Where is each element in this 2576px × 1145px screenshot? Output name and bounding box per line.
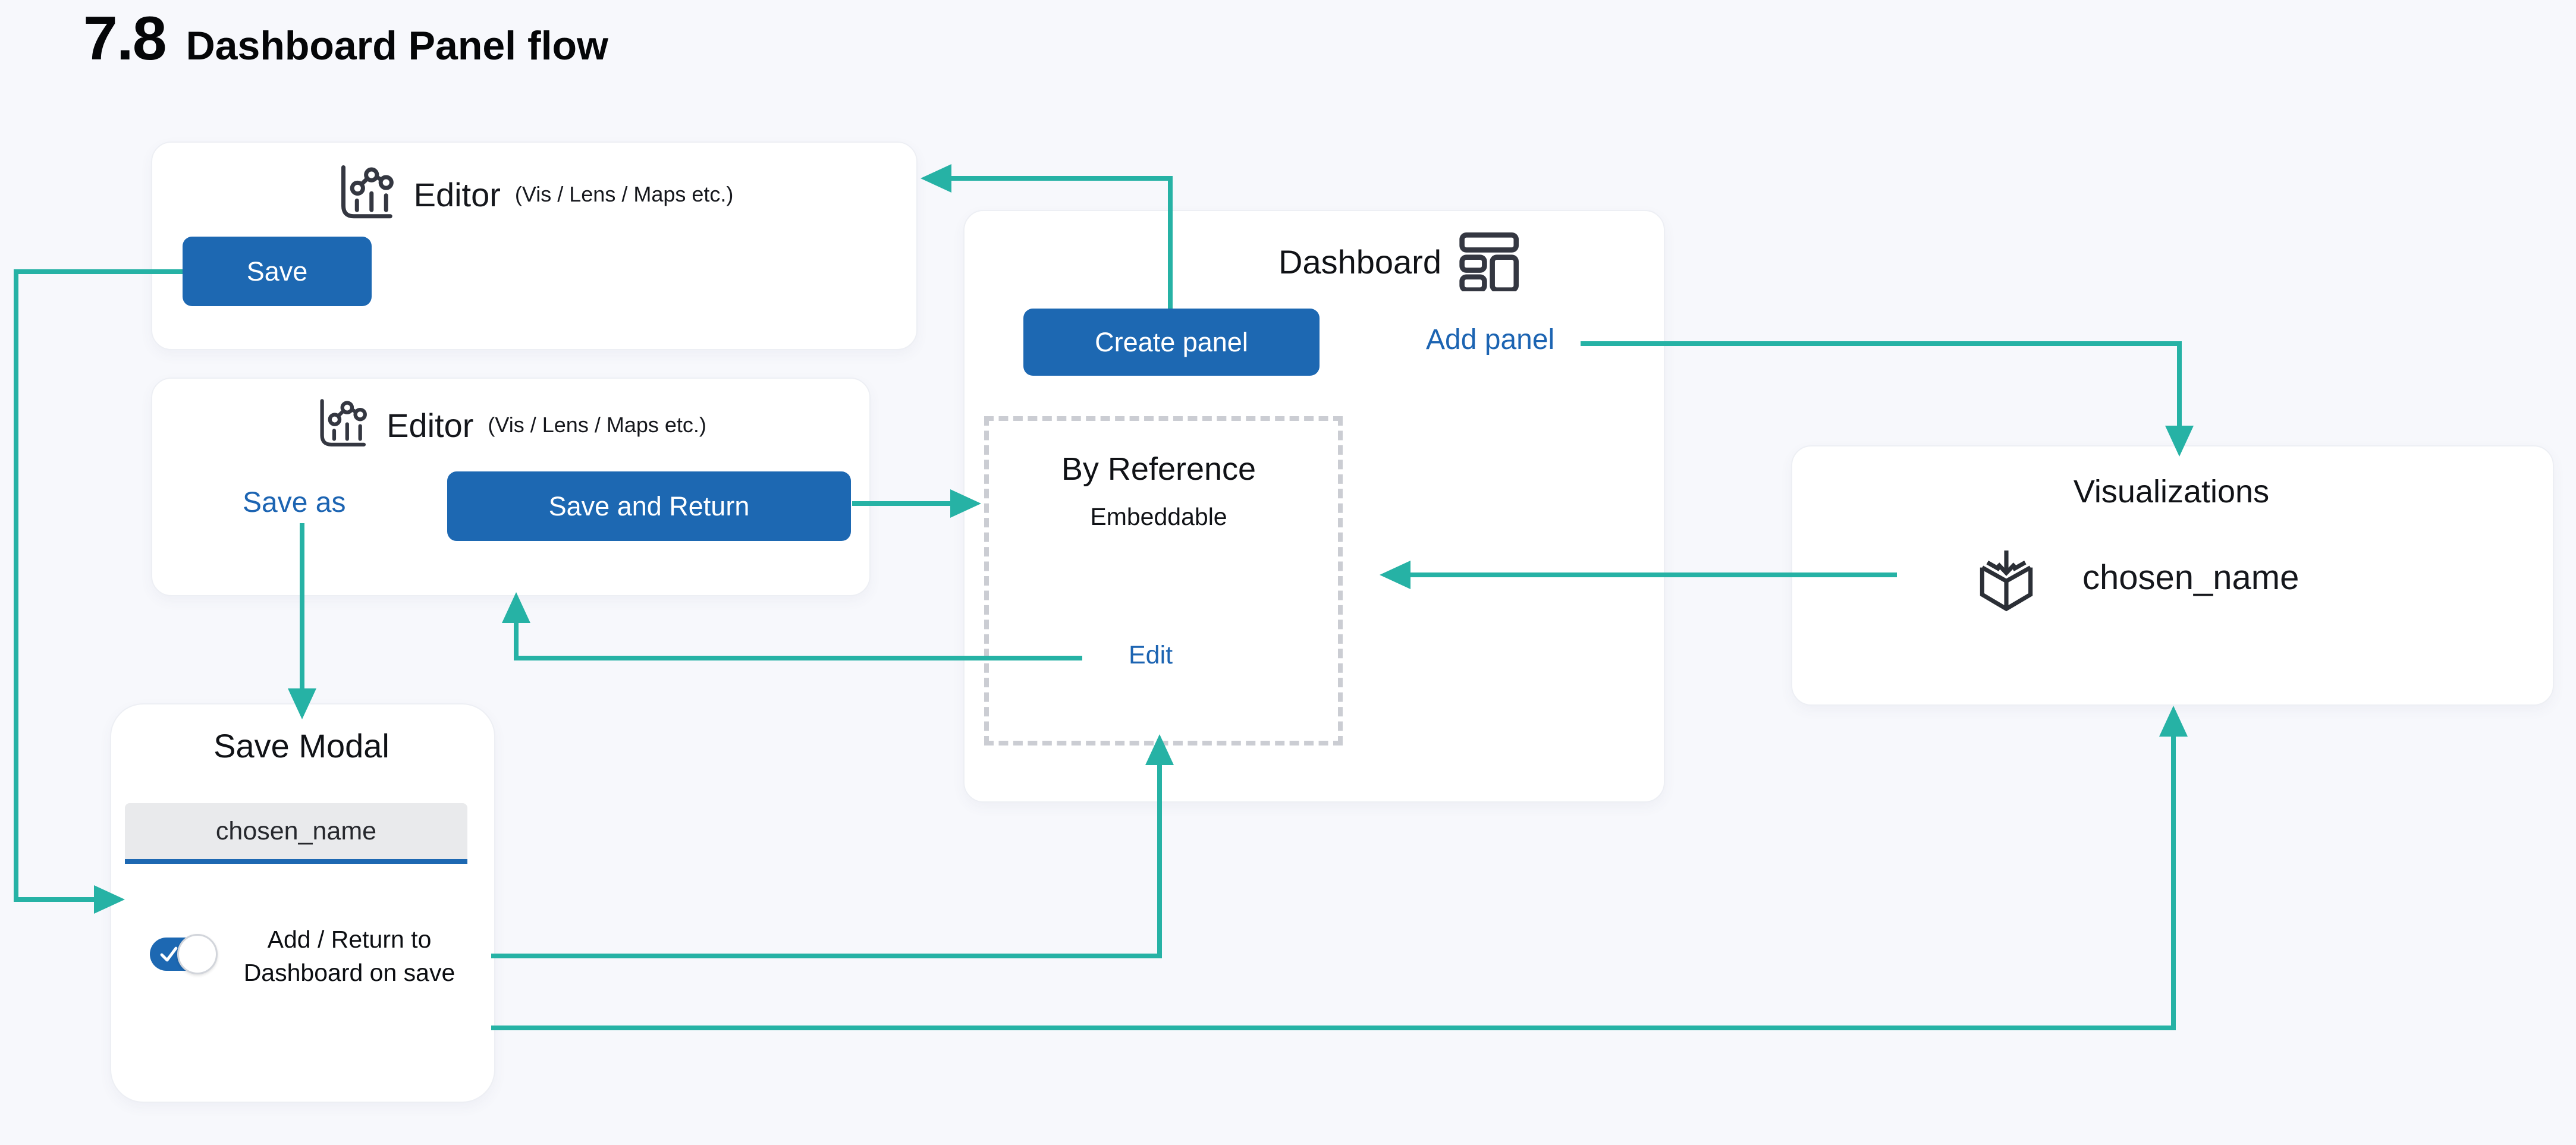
toggle-knob[interactable] (177, 934, 218, 974)
editor-bottom-subtitle: (Vis / Lens / Maps etc.) (488, 413, 706, 437)
visualize-chart-icon (341, 165, 394, 219)
check-icon (160, 946, 178, 962)
page-title: 7.8 Dashboard Panel flow (83, 4, 608, 74)
package-import-icon (1980, 551, 2033, 612)
embeddable-label: Embeddable (1090, 503, 1227, 530)
edit-link[interactable]: Edit (1129, 641, 1173, 669)
editor-top-title: Editor (413, 175, 501, 213)
create-panel-button[interactable]: Create panel (1023, 309, 1320, 376)
add-panel-link[interactable]: Add panel (1426, 324, 1555, 356)
add-return-toggle[interactable] (150, 934, 218, 974)
arrowhead-up (2159, 706, 2188, 737)
by-reference-title: By Reference (1061, 451, 1256, 487)
save-modal-title: Save Modal (213, 727, 389, 765)
dashboard-grid-icon (1459, 232, 1519, 291)
save-as-link[interactable]: Save as (243, 487, 346, 518)
dashboard-header: Dashboard (1278, 229, 1521, 294)
editor-top-subtitle: (Vis / Lens / Maps etc.) (514, 182, 734, 206)
arrow-add-panel-to-visualizations (1581, 341, 2182, 426)
editor-bottom-title: Editor (387, 406, 474, 444)
arrowhead-up (502, 592, 530, 623)
arrowhead-left (921, 164, 951, 193)
toggle-label: Add / Return to Dashboard on save (243, 926, 455, 986)
save-and-return-button[interactable]: Save and Return (447, 471, 851, 541)
page-title-text: Dashboard Panel flow (186, 23, 608, 68)
section-number: 7.8 (83, 4, 167, 73)
dashboard-title: Dashboard (1278, 243, 1441, 281)
visualize-chart-icon (320, 399, 367, 446)
chosen-name-item: chosen_name (2082, 558, 2299, 597)
save-button[interactable]: Save (183, 237, 372, 306)
name-input[interactable] (125, 803, 467, 864)
editor-top-header: Editor (Vis / Lens / Maps etc.) (151, 156, 915, 233)
editor-bottom-header: Editor (Vis / Lens / Maps etc.) (151, 389, 868, 461)
visualizations-title: Visualizations (2073, 474, 2270, 509)
